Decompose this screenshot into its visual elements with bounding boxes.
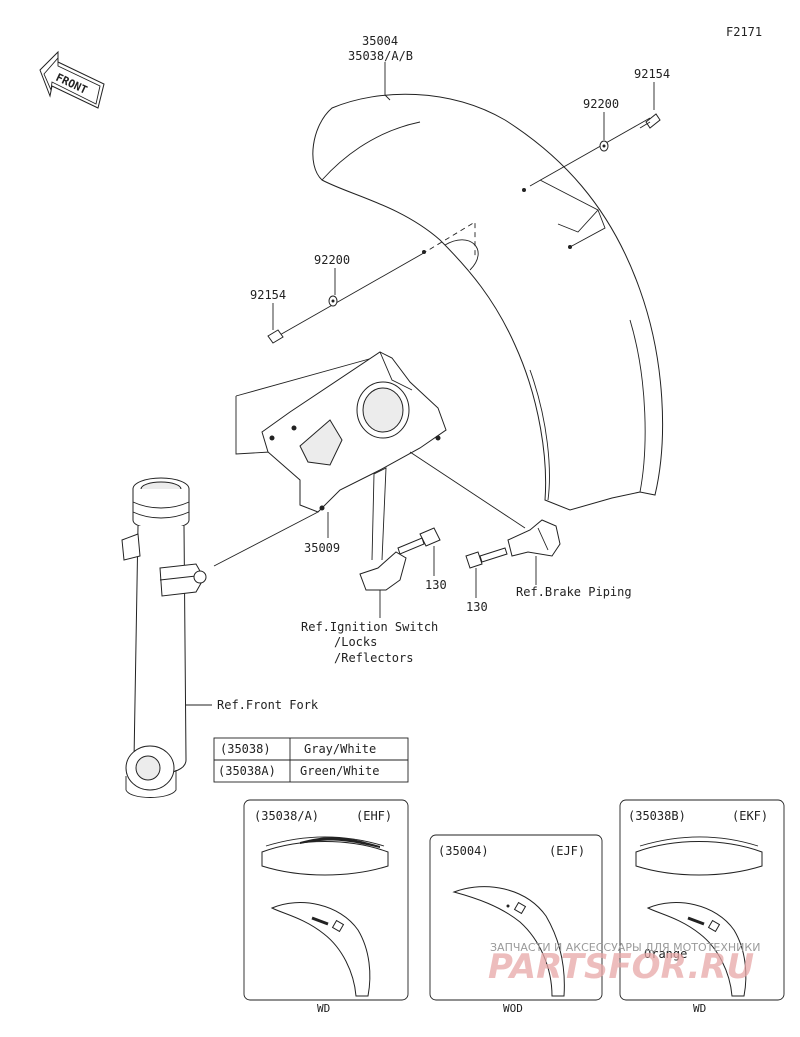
variant-box-ehf: (35038/A) (EHF) WD — [243, 799, 409, 1015]
callout-fender-a: 35004 — [362, 34, 398, 48]
callout-bolt-left: 92154 — [250, 288, 286, 302]
variant-note: Orange — [644, 947, 687, 961]
fender-bracket — [235, 351, 447, 513]
front-arrow-icon: FRONT — [39, 50, 105, 109]
variant-region: WD — [693, 1002, 706, 1015]
watermark-tagline: ЗАПЧАСТИ И АКСЕССУАРЫ ДЛЯ МОТОТЕХНИКИ — [490, 941, 760, 954]
table-row-code: (35038) — [220, 742, 271, 756]
callout-washer-right: 92200 — [583, 97, 619, 111]
callout-bolt-right: 92154 — [634, 67, 670, 81]
callout-bolt-center: 130 — [425, 578, 447, 592]
table-row-color: Gray/White — [304, 742, 376, 756]
washer-right-icon — [599, 140, 609, 152]
ref-ignition-switch: Ref.Ignition Switch — [301, 620, 438, 634]
variant-part: (35038/A) — [254, 809, 319, 823]
bolt-center-icon — [397, 527, 441, 555]
variant-model: (EJF) — [549, 844, 585, 858]
variant-part: (35038B) — [628, 809, 686, 823]
variant-model: (EHF) — [356, 809, 392, 823]
bolt-lower-icon — [465, 547, 508, 569]
bolt-right-icon — [639, 113, 661, 129]
watermark-logo: PARTSFOR.RU — [488, 947, 754, 987]
callout-fender-b: 35038/A/B — [348, 49, 413, 63]
table-row-code: (35038A) — [218, 764, 276, 778]
ref-brake-piping: Ref.Brake Piping — [516, 585, 632, 599]
washer-left-icon — [328, 295, 338, 307]
ref-reflectors: /Reflectors — [334, 651, 413, 665]
brake-piping-bracket — [507, 519, 561, 557]
color-table: (35038) Gray/White (35038A) Green/White — [213, 737, 409, 783]
ignition-switch-bracket — [359, 467, 407, 591]
variant-part: (35004) — [438, 844, 489, 858]
variant-region: WD — [317, 1002, 330, 1015]
front-fork — [121, 477, 207, 798]
callout-bolt-lower: 130 — [466, 600, 488, 614]
variant-box-ekf: (35038B) (EKF) Orange WD — [619, 799, 785, 1015]
bolt-left-icon — [267, 329, 284, 344]
variant-model: (EKF) — [732, 809, 768, 823]
variant-region: WOD — [503, 1002, 523, 1015]
ref-front-fork: Ref.Front Fork — [217, 698, 319, 712]
callout-washer-left: 92200 — [314, 253, 350, 267]
diagram-code: F2171 — [726, 25, 762, 39]
variant-box-ejf: (35004) (EJF) WOD — [429, 834, 603, 1015]
callout-bracket: 35009 — [304, 541, 340, 555]
ref-locks: /Locks — [334, 635, 377, 649]
table-row-color: Green/White — [300, 764, 379, 778]
